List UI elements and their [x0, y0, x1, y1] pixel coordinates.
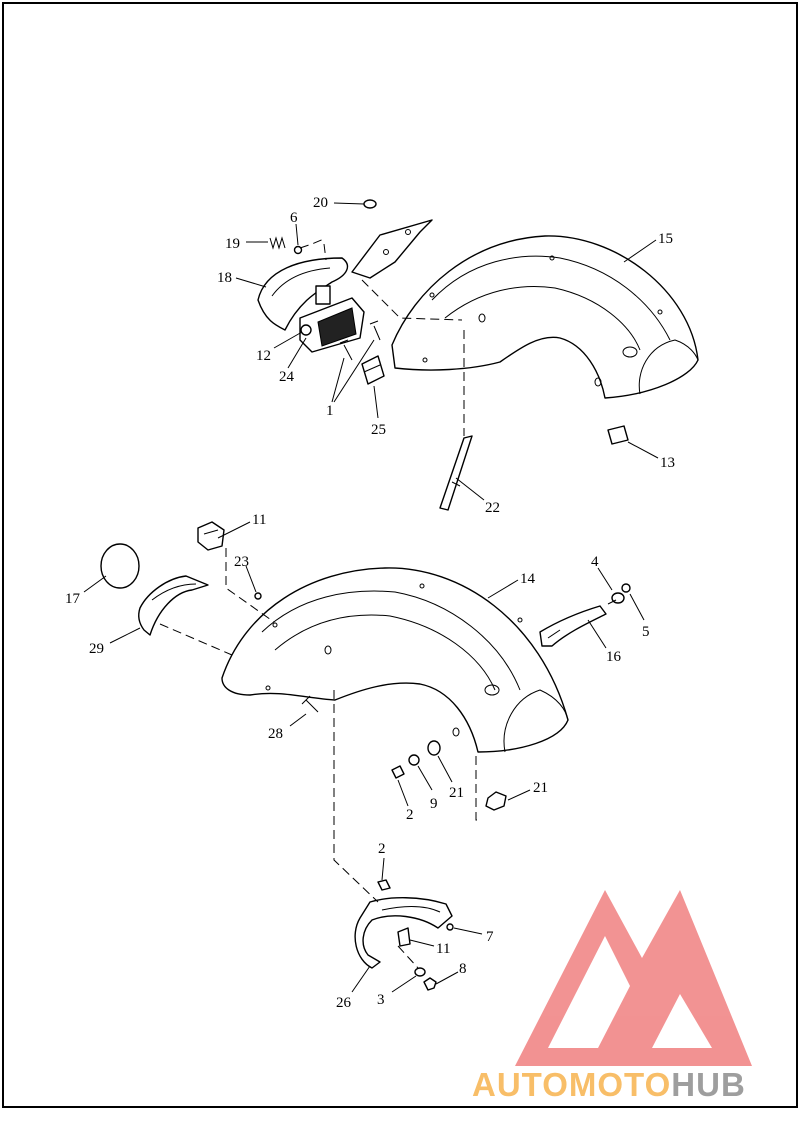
watermark-text-part2: HUB [671, 1066, 746, 1103]
seat-bracket [351, 219, 433, 279]
leader-lines [83, 202, 659, 993]
spring [269, 236, 286, 250]
callout-5: 5 [642, 624, 650, 640]
callout-13-pad: 13 [660, 455, 675, 471]
callout-21: 21 [533, 780, 548, 796]
hinge-bracket [257, 257, 349, 331]
nut-7 [446, 923, 454, 931]
callout-28: 28 [268, 726, 283, 742]
callout-18: 18 [217, 270, 232, 286]
callout-labels: 20 6 19 18 12 24 1 25 15 13 22 11 23 17 … [65, 195, 675, 1011]
mounting-hardware [391, 740, 441, 779]
assembly-lines [159, 237, 617, 969]
grommet [363, 199, 377, 209]
small-part-24 [254, 592, 262, 600]
callout-9: 9 [430, 796, 438, 812]
callout-17: 17 [65, 591, 81, 607]
callout-12: 11 [252, 512, 266, 528]
diagram-border [2, 2, 798, 1108]
screw-28 [301, 695, 319, 713]
callout-27: 26 [336, 995, 352, 1011]
connector [361, 355, 385, 385]
lens [100, 543, 140, 589]
lower-rear-fender [221, 567, 569, 753]
callout-20: 20 [313, 195, 328, 211]
fender-trim [539, 605, 607, 647]
watermark-logo: AUTOMOTOHUB [472, 890, 752, 1103]
clip-11 [397, 927, 411, 947]
callout-16: 16 [606, 649, 622, 665]
nut-8 [423, 977, 437, 991]
callout-23: 22 [485, 500, 500, 516]
small-part-6 [293, 245, 303, 255]
strip [439, 435, 473, 511]
watermark-text-part1: AUTOMOTO [472, 1066, 671, 1103]
lower-bracket [354, 897, 453, 969]
callout-14: 14 [520, 571, 536, 587]
screw-upper [369, 320, 381, 341]
pad-upper [607, 425, 629, 445]
callout-2-lower: 2 [378, 841, 386, 857]
callout-13-upper: 12 [256, 348, 271, 364]
screw-lower [339, 339, 353, 361]
callout-7: 7 [486, 929, 494, 945]
upper-rear-fender [391, 235, 699, 399]
callout-15: 15 [658, 231, 673, 247]
watermark-text: AUTOMOTOHUB [472, 1066, 746, 1103]
callout-19: 19 [225, 236, 240, 252]
control-module [299, 297, 365, 353]
callout-24: 23 [234, 554, 249, 570]
callout-29: 29 [89, 641, 104, 657]
lamp-socket [197, 521, 225, 551]
callout-3: 3 [377, 992, 385, 1008]
callout-26: 25 [371, 422, 386, 438]
nut-5 [621, 583, 631, 593]
screw-2b [377, 879, 391, 891]
washer-3 [414, 967, 426, 977]
callout-8: 8 [459, 961, 467, 977]
callout-4: 4 [591, 554, 599, 570]
callout-25: 24 [279, 369, 295, 385]
callout-11: 11 [436, 941, 450, 957]
callout-2-upper: 2 [406, 807, 414, 823]
logo-triangle-icon [515, 890, 752, 1066]
callout-1: 1 [326, 403, 334, 419]
nut-21 [485, 791, 507, 811]
callout-22: 21 [449, 785, 464, 801]
lamp-bezel [138, 575, 209, 636]
callout-6: 6 [290, 210, 298, 226]
